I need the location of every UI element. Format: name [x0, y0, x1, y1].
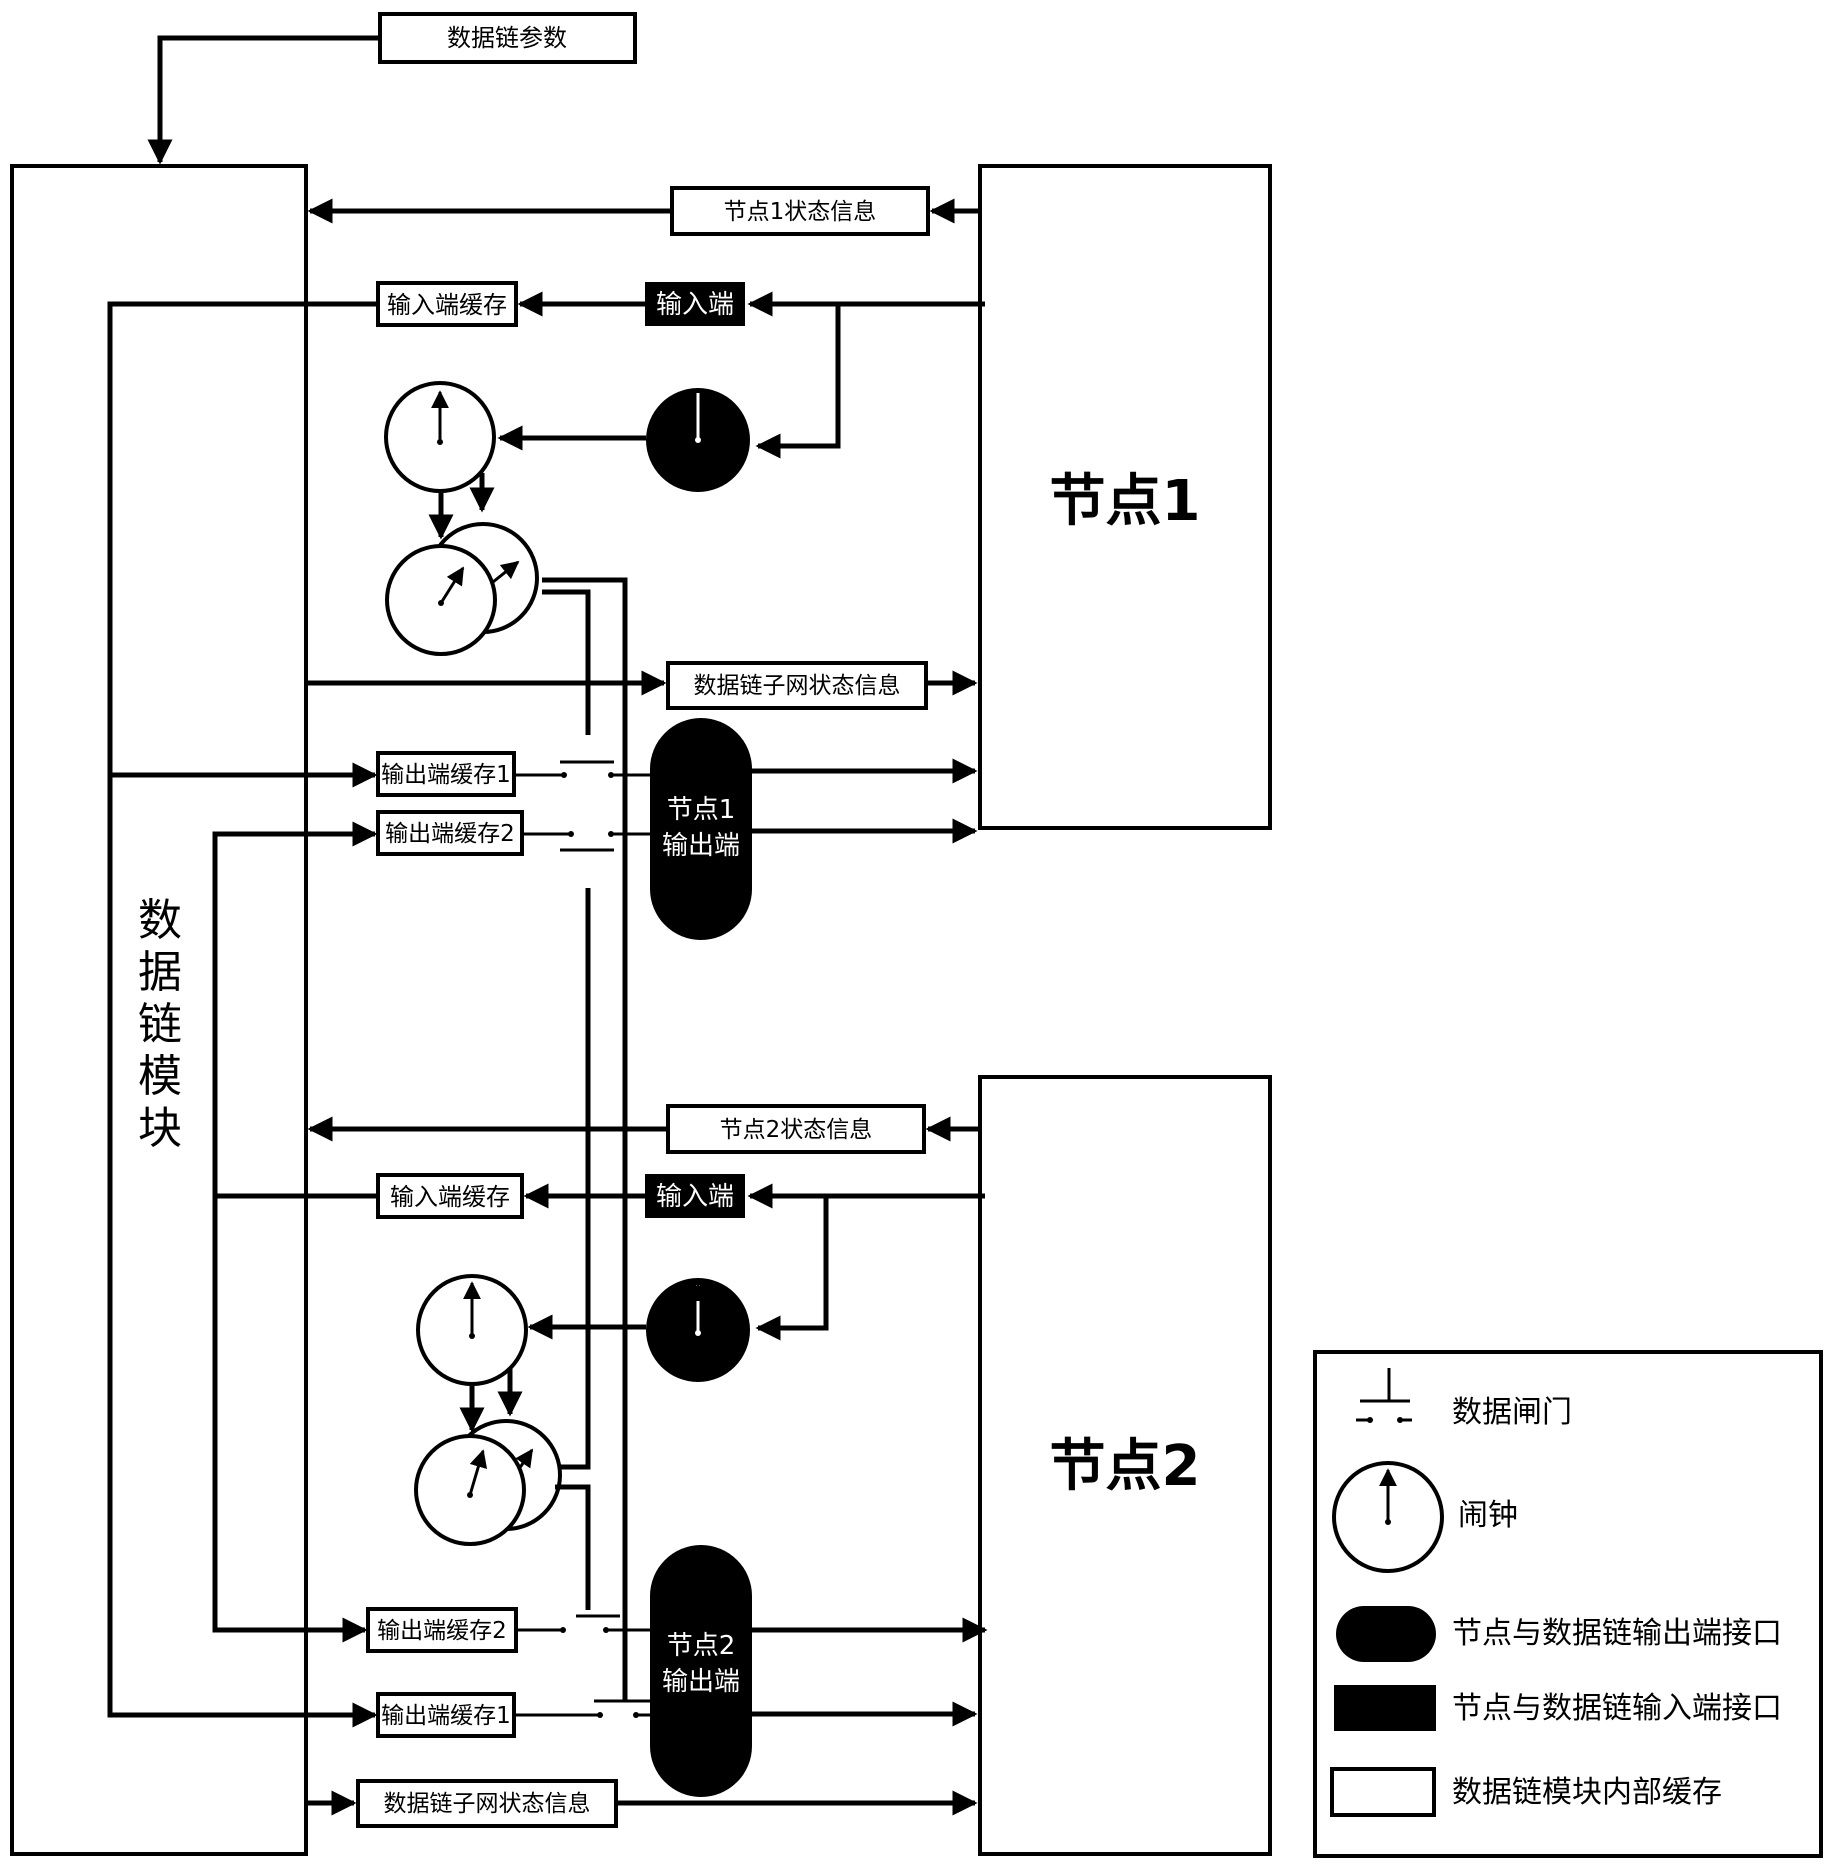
node2-data-gate-icon — [514, 1699, 650, 1718]
node2-output-buffer2: 输出端缓存2 — [366, 1607, 518, 1653]
node2-output-buffer2-label: 输出端缓存2 — [377, 1618, 507, 1644]
node2-alarm-clock-icon — [414, 1434, 526, 1546]
node2-output-port-line1: 节点2 — [667, 1631, 736, 1661]
node1-output-buffer2-label: 输出端缓存2 — [385, 821, 515, 847]
legend-label: 节点与数据链输出端接口 — [1452, 1616, 1782, 1651]
node2-status-box: 节点2状态信息 — [666, 1104, 926, 1154]
node2-output-buffer1-label: 输出端缓存1 — [381, 1703, 511, 1729]
node1-output-port-line1: 节点1 — [667, 795, 736, 825]
node1-black-clock-icon — [646, 388, 750, 492]
node2-input-buffer-label: 输入端缓存 — [390, 1183, 510, 1211]
legend-input-interface-icon — [1334, 1685, 1436, 1731]
node2-input-port-label: 输入端 — [656, 1182, 734, 1212]
node2-clock-trigger-line — [755, 1196, 829, 1341]
node2-subnet-status-box: 数据链子网状态信息 — [356, 1779, 618, 1828]
legend-label: 数据闸门 — [1452, 1395, 1572, 1430]
node1-output-buffer1: 输出端缓存1 — [376, 751, 516, 797]
node2-data-gate-icon — [516, 1614, 650, 1633]
module-label-char: 模 — [138, 1051, 182, 1102]
legend-label: 数据链模块内部缓存 — [1452, 1775, 1722, 1810]
node1-output-buffer2: 输出端缓存2 — [376, 810, 524, 856]
node1-data-gate-icon — [522, 831, 650, 852]
legend-data-gate-icon — [1356, 1368, 1412, 1423]
node1-data-gate-icon — [514, 760, 650, 778]
module-label-char: 链 — [138, 999, 182, 1050]
node1-status-box: 节点1状态信息 — [670, 186, 930, 236]
node1-input-buffer: 输入端缓存 — [376, 281, 518, 327]
node1-block: 节点1 — [978, 164, 1272, 830]
node1-subnet-status-label: 数据链子网状态信息 — [694, 673, 901, 699]
node1-alarm-clock-icon — [384, 381, 496, 493]
node1-clock-trigger-line — [755, 304, 841, 459]
node1-title: 节点1 — [1050, 469, 1201, 534]
node1-timer-control-line — [542, 589, 591, 735]
node1-alarm-clock-icon — [385, 544, 497, 656]
data-link-module: 数 据 链 模 块 — [10, 164, 308, 1856]
legend: 数据闸门 闹钟 节点与数据链输出端接口 节点与数据链输入端接口 数据链模块内部缓… — [1313, 1350, 1823, 1858]
legend-label: 节点与数据链输入端接口 — [1452, 1691, 1782, 1726]
node2-input-port: 输入端 — [645, 1174, 745, 1218]
node2-feed-to-output-buffer2 — [212, 1196, 368, 1643]
node2-output-port: 节点2 输出端 — [650, 1545, 752, 1797]
node2-timer-control-line — [542, 888, 591, 1470]
node1-input-buffer-label: 输入端缓存 — [387, 291, 507, 319]
node2-output-buffer1: 输出端缓存1 — [376, 1692, 516, 1738]
node2-input-buffer: 输入端缓存 — [376, 1173, 524, 1219]
param-arrow — [147, 35, 380, 165]
legend-label: 闹钟 — [1458, 1498, 1518, 1533]
legend-output-interface-icon — [1336, 1606, 1436, 1662]
node2-black-clock-icon — [646, 1278, 750, 1382]
module-label-char: 据 — [138, 947, 182, 998]
node1-status-label: 节点1状态信息 — [724, 199, 877, 225]
node1-output-port-line2: 输出端 — [662, 831, 740, 861]
node2-title: 节点2 — [1050, 1434, 1201, 1499]
node2-status-label: 节点2状态信息 — [720, 1117, 873, 1143]
node2-timer-control-line-short — [555, 1484, 591, 1610]
param-box: 数据链参数 — [378, 12, 637, 64]
node1-subnet-status-box: 数据链子网状态信息 — [666, 661, 928, 710]
module-label-char: 块 — [138, 1103, 182, 1154]
node2-output-port-line2: 输出端 — [662, 1667, 740, 1697]
param-label: 数据链参数 — [447, 24, 567, 52]
legend-internal-buffer-icon — [1330, 1767, 1436, 1817]
node1-output-buffer1-label: 输出端缓存1 — [381, 762, 511, 788]
node1-output-port: 节点1 输出端 — [650, 718, 752, 940]
node1-feed-to-node2-output-buffer1 — [107, 775, 378, 1728]
node1-buffer-feed-line — [107, 301, 378, 775]
node1-input-port-label: 输入端 — [656, 290, 734, 320]
node1-timer-control-line-long — [542, 577, 628, 1700]
node2-subnet-status-label: 数据链子网状态信息 — [384, 1791, 591, 1817]
node1-input-port: 输入端 — [645, 282, 745, 326]
legend-alarm-clock-icon — [1332, 1461, 1444, 1573]
node2-alarm-clock-icon — [416, 1274, 528, 1386]
module-label-char: 数 — [138, 895, 182, 946]
node2-block: 节点2 — [978, 1075, 1272, 1856]
node2-feed-to-node1-output-buffer2 — [212, 821, 378, 1196]
